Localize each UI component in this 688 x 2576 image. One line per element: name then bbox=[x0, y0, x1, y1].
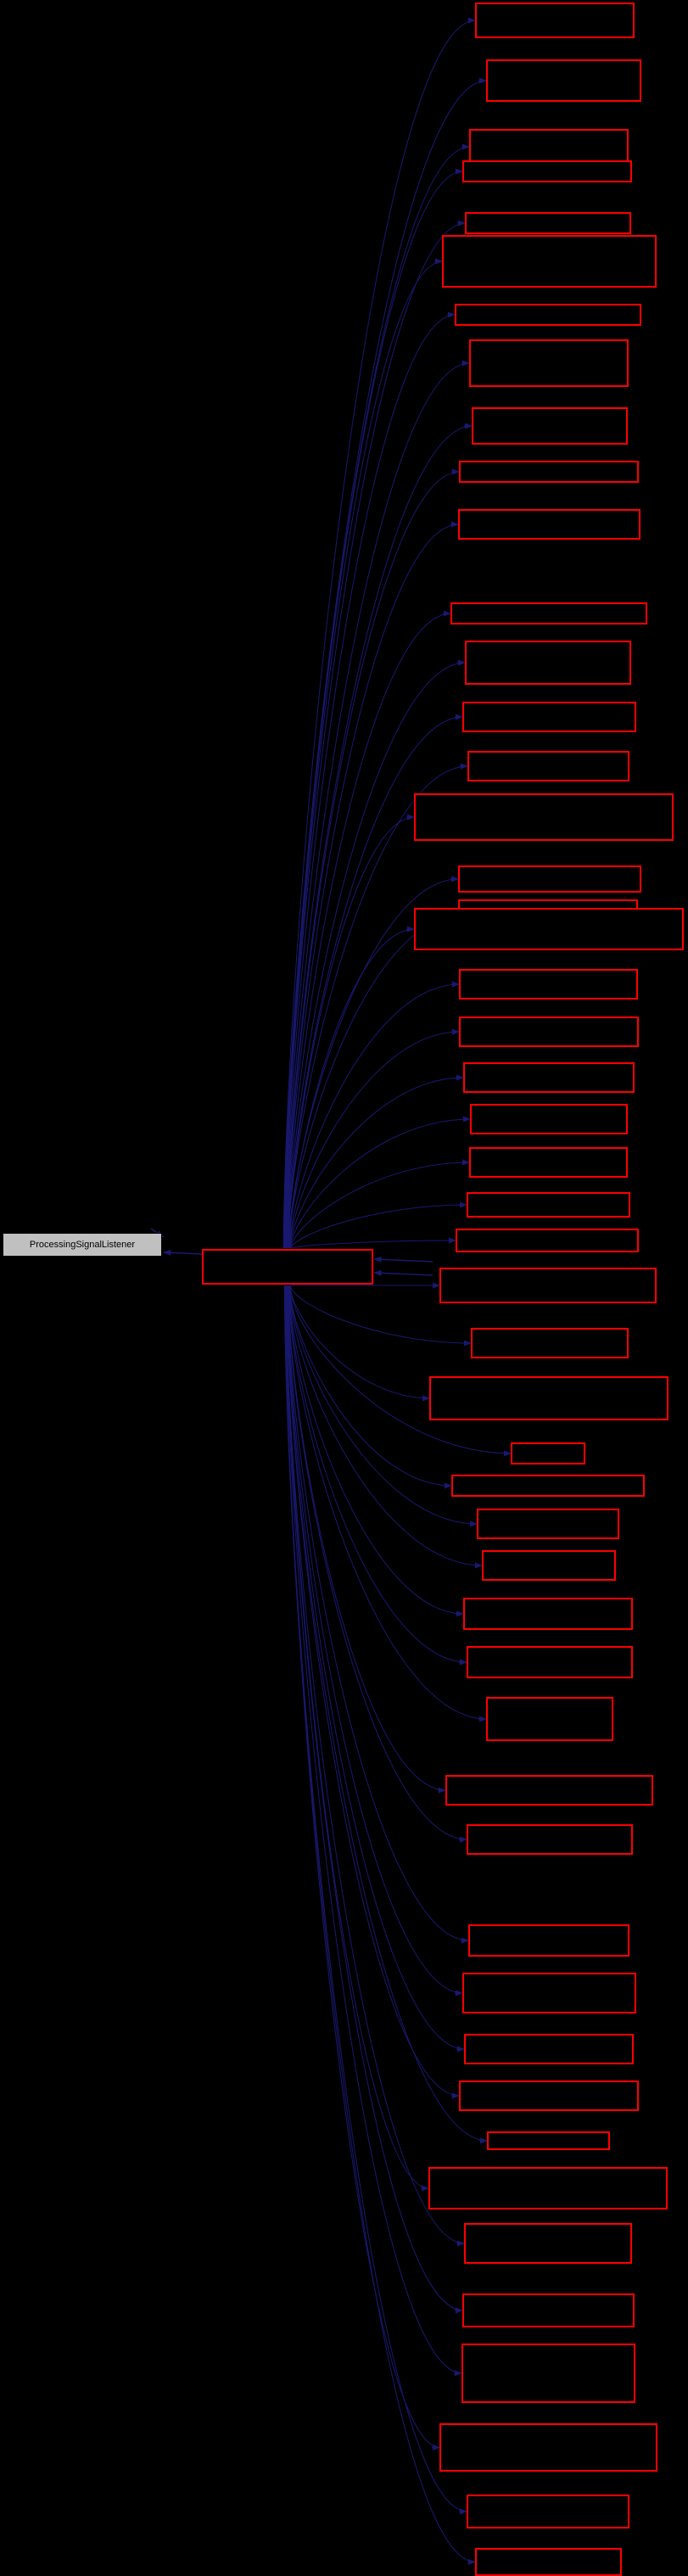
graph-caller-node[interactable] bbox=[464, 2223, 632, 2264]
graph-root-node-label: ProcessingSignalListener bbox=[29, 1239, 136, 1250]
graph-caller-node[interactable] bbox=[462, 2293, 635, 2327]
graph-caller-node[interactable] bbox=[471, 1328, 629, 1358]
graph-edge bbox=[285, 1285, 430, 2189]
graph-edge bbox=[288, 1285, 465, 1615]
graph-caller-node[interactable] bbox=[445, 1775, 653, 1806]
graph-caller-node[interactable] bbox=[477, 1509, 619, 1539]
graph-caller-node[interactable] bbox=[468, 1924, 629, 1957]
graph-edge bbox=[284, 1285, 441, 2448]
graph-caller-node[interactable] bbox=[470, 1104, 628, 1134]
graph-caller-node[interactable] bbox=[469, 339, 629, 387]
graph-edge bbox=[290, 1240, 457, 1249]
graph-caller-node[interactable] bbox=[464, 2034, 634, 2064]
graph-edge bbox=[288, 1285, 468, 1663]
graph-caller-node[interactable] bbox=[459, 1016, 639, 1047]
graph-edge bbox=[287, 816, 416, 1249]
graph-edge bbox=[287, 1285, 468, 1840]
graph-caller-node[interactable] bbox=[463, 1598, 633, 1630]
graph-caller-node[interactable] bbox=[450, 602, 647, 624]
graph-edge bbox=[288, 1285, 453, 1487]
graph-caller-node[interactable] bbox=[458, 509, 640, 540]
graph-edge bbox=[288, 1285, 488, 1720]
graph-caller-node[interactable] bbox=[439, 1268, 657, 1303]
graph-caller-node[interactable] bbox=[461, 2344, 635, 2403]
graph-edge bbox=[286, 662, 467, 1249]
graph-edge bbox=[285, 1285, 464, 2311]
graph-edge-arrowhead bbox=[373, 1269, 433, 1276]
graph-caller-node[interactable] bbox=[451, 1475, 645, 1497]
graph-caller-node[interactable] bbox=[475, 3, 635, 38]
graph-caller-node[interactable] bbox=[439, 2423, 657, 2472]
graph-edge bbox=[284, 1285, 463, 2374]
graph-caller-node[interactable] bbox=[467, 1192, 630, 1218]
graph-caller-node[interactable] bbox=[472, 407, 628, 445]
graph-edge bbox=[288, 1031, 461, 1249]
graph-edge bbox=[289, 1285, 431, 1399]
graph-intermediate-node[interactable] bbox=[202, 1249, 373, 1285]
graph-caller-node[interactable] bbox=[467, 751, 629, 781]
graph-caller-node[interactable] bbox=[428, 2167, 668, 2209]
graph-caller-node[interactable] bbox=[482, 1550, 616, 1581]
edges-upper-bundle bbox=[282, 20, 488, 1249]
graph-caller-node[interactable] bbox=[414, 908, 684, 950]
graph-edge bbox=[285, 1285, 466, 2244]
graph-caller-node[interactable] bbox=[486, 59, 641, 102]
graph-caller-node[interactable] bbox=[442, 235, 657, 288]
graph-edge bbox=[289, 1162, 471, 1249]
graph-caller-node[interactable] bbox=[462, 1973, 636, 2013]
graph-edge bbox=[283, 171, 464, 1249]
graph-caller-node[interactable] bbox=[459, 461, 639, 483]
graph-caller-node[interactable] bbox=[458, 865, 641, 893]
graph-caller-node[interactable] bbox=[414, 793, 674, 841]
graph-edge bbox=[288, 1285, 447, 1791]
graph-caller-node[interactable] bbox=[462, 702, 636, 732]
graph-caller-node[interactable] bbox=[459, 2080, 639, 2111]
graph-caller-node[interactable] bbox=[463, 1062, 635, 1093]
graph-edge bbox=[290, 1204, 468, 1249]
graph-caller-node[interactable] bbox=[467, 2495, 629, 2528]
graph-edge bbox=[286, 524, 460, 1249]
graph-caller-node[interactable] bbox=[469, 1147, 628, 1178]
graph-caller-node[interactable] bbox=[487, 2131, 610, 2150]
graph-caller-node[interactable] bbox=[467, 1824, 633, 1855]
graph-caller-node[interactable] bbox=[465, 641, 631, 685]
graph-edge bbox=[282, 20, 477, 1249]
graph-edge bbox=[288, 928, 416, 1249]
graph-edge bbox=[283, 222, 467, 1249]
graph-edge bbox=[284, 314, 456, 1249]
graph-edge bbox=[288, 1285, 484, 1566]
graph-edge bbox=[283, 146, 471, 1249]
graph-edge bbox=[284, 260, 444, 1249]
graph-edge bbox=[288, 983, 461, 1249]
graph-caller-node[interactable] bbox=[511, 1442, 585, 1464]
graph-edge bbox=[288, 916, 460, 1249]
graph-caller-node[interactable] bbox=[456, 1229, 639, 1252]
graph-caller-node[interactable] bbox=[469, 129, 629, 165]
graph-edge-arrow bbox=[163, 1249, 203, 1256]
graph-edge bbox=[285, 471, 461, 1249]
graph-caller-node[interactable] bbox=[475, 2548, 622, 2576]
graph-edge bbox=[284, 1285, 468, 2512]
graph-caller-node[interactable] bbox=[459, 969, 638, 1000]
graph-edge bbox=[289, 1285, 512, 1454]
graph-edge bbox=[289, 1077, 465, 1249]
graph-caller-node[interactable] bbox=[429, 1376, 668, 1420]
graph-caller-node[interactable] bbox=[467, 1646, 633, 1678]
graph-edge-arrowhead bbox=[373, 1256, 433, 1263]
graph-caller-node[interactable] bbox=[486, 1697, 613, 1741]
graph-edge bbox=[289, 1118, 472, 1249]
graph-root-node-processingsignallistener[interactable]: ProcessingSignalListener bbox=[3, 1233, 162, 1257]
graph-caller-node[interactable] bbox=[462, 160, 632, 182]
graph-caller-node[interactable] bbox=[465, 212, 631, 234]
graph-caller-node[interactable] bbox=[455, 304, 641, 326]
graph-edge bbox=[283, 1285, 477, 2562]
